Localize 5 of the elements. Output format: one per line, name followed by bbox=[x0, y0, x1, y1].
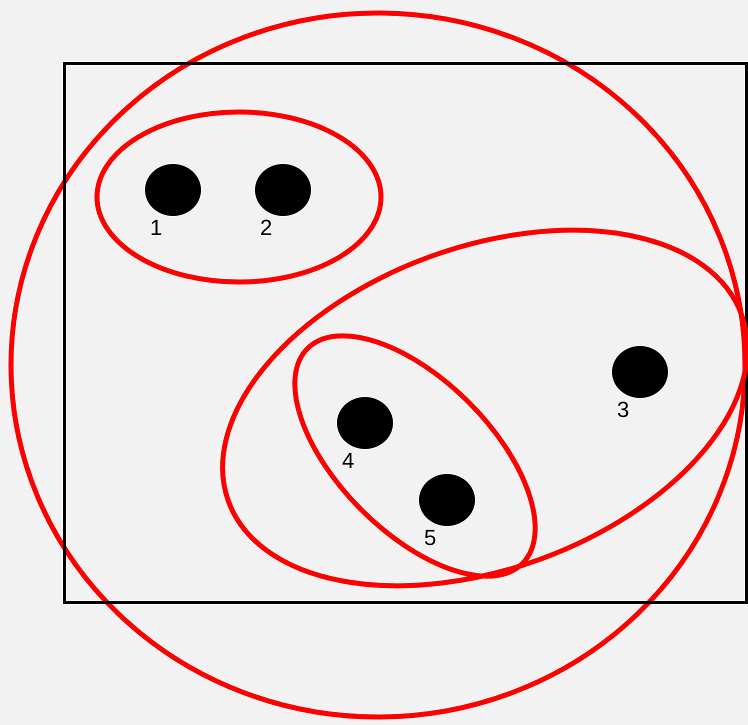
point-number: 4 bbox=[342, 448, 354, 474]
point-number: 1 bbox=[150, 215, 162, 241]
point-number: 2 bbox=[260, 215, 272, 241]
point-number: 3 bbox=[617, 397, 630, 423]
point-number: 5 bbox=[424, 525, 436, 551]
